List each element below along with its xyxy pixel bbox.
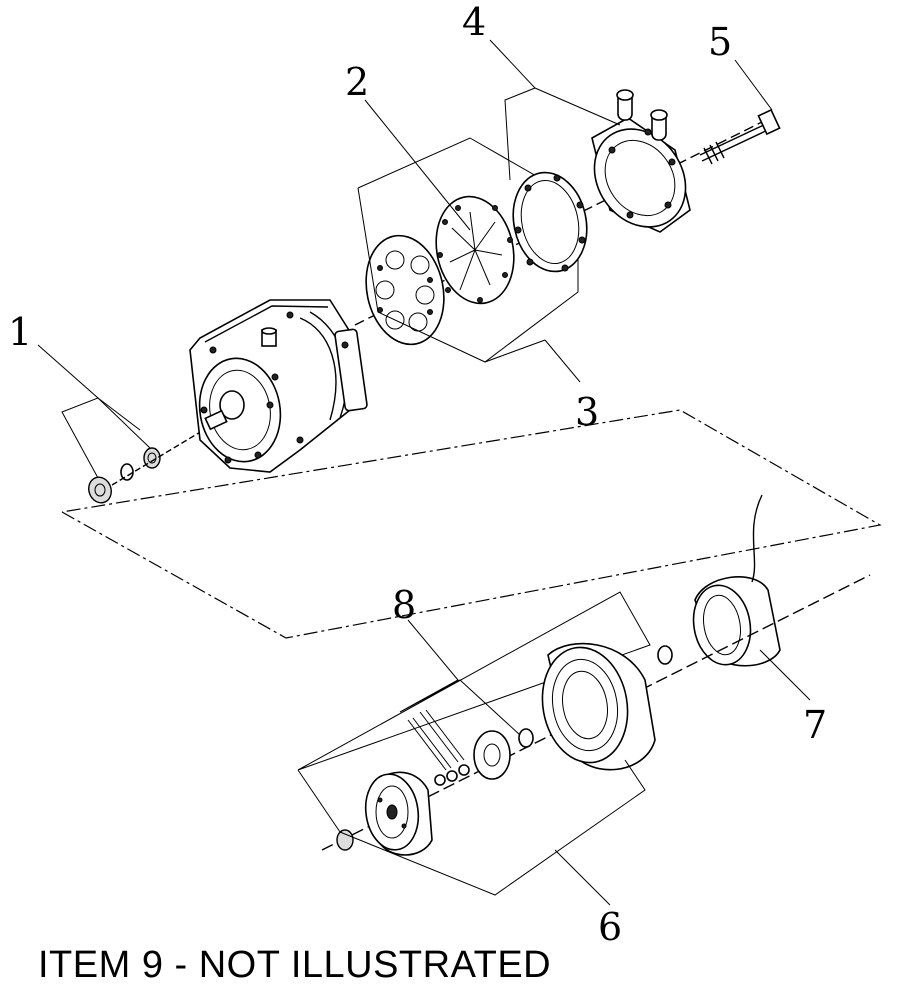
part-4-head-gasket (512, 171, 588, 273)
callout-5-leader (734, 59, 773, 111)
part-6-pulley (541, 642, 656, 771)
clutch-hub (364, 771, 433, 856)
hub-nut (336, 829, 354, 851)
callout-7: 7 (803, 703, 827, 747)
callout-6: 6 (598, 905, 622, 949)
callout-4: 4 (462, 0, 486, 44)
callout-1: 1 (8, 310, 32, 354)
part-8-snap-rings (518, 645, 673, 748)
callout-7-leader (759, 649, 811, 701)
group-3-bracket (357, 137, 579, 363)
part-2-reed-plate (435, 195, 515, 305)
part-5-bolt (699, 108, 781, 165)
callout-2-leader (364, 99, 471, 231)
clutch-shims (407, 709, 470, 786)
part-1-shaft-hardware (88, 424, 213, 504)
callout-2: 2 (345, 60, 369, 104)
compressor-group-boundary (61, 409, 882, 639)
callout-8: 8 (392, 583, 416, 627)
callout-3: 3 (575, 390, 599, 434)
callout-1-leader (37, 344, 99, 479)
compressor-body (189, 299, 368, 473)
item-9-footnote: ITEM 9 - NOT ILLUSTRATED (38, 944, 552, 986)
callout-5: 5 (708, 20, 732, 64)
callout-4-leader (489, 39, 536, 181)
part-3-valve-plate (365, 234, 445, 346)
part-4-cylinder-head (591, 89, 691, 233)
part-7-field-coil (692, 494, 781, 667)
group-6-bracket (339, 759, 646, 896)
callout-8-leader (399, 619, 521, 736)
spacer-washer (473, 730, 511, 780)
